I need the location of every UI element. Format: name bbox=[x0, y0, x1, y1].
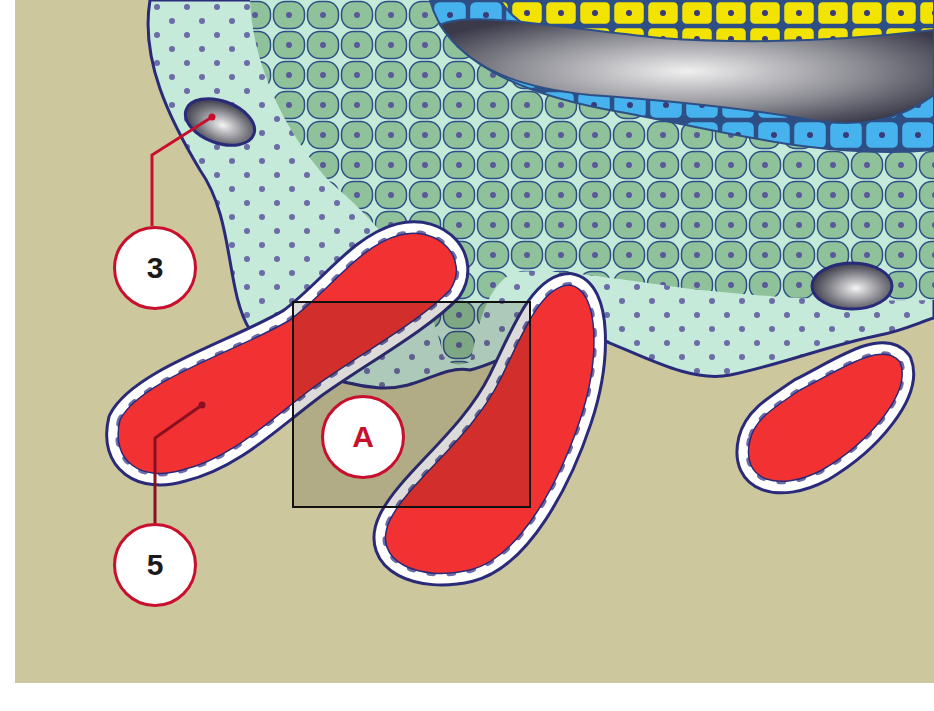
callout-label: 5 bbox=[147, 548, 164, 582]
callout-circle: 5 bbox=[113, 523, 197, 607]
callout-label: A bbox=[352, 420, 374, 454]
callout-circle: A bbox=[321, 395, 405, 479]
callout-circle: 3 bbox=[113, 226, 197, 310]
callout-label: 3 bbox=[147, 251, 164, 285]
